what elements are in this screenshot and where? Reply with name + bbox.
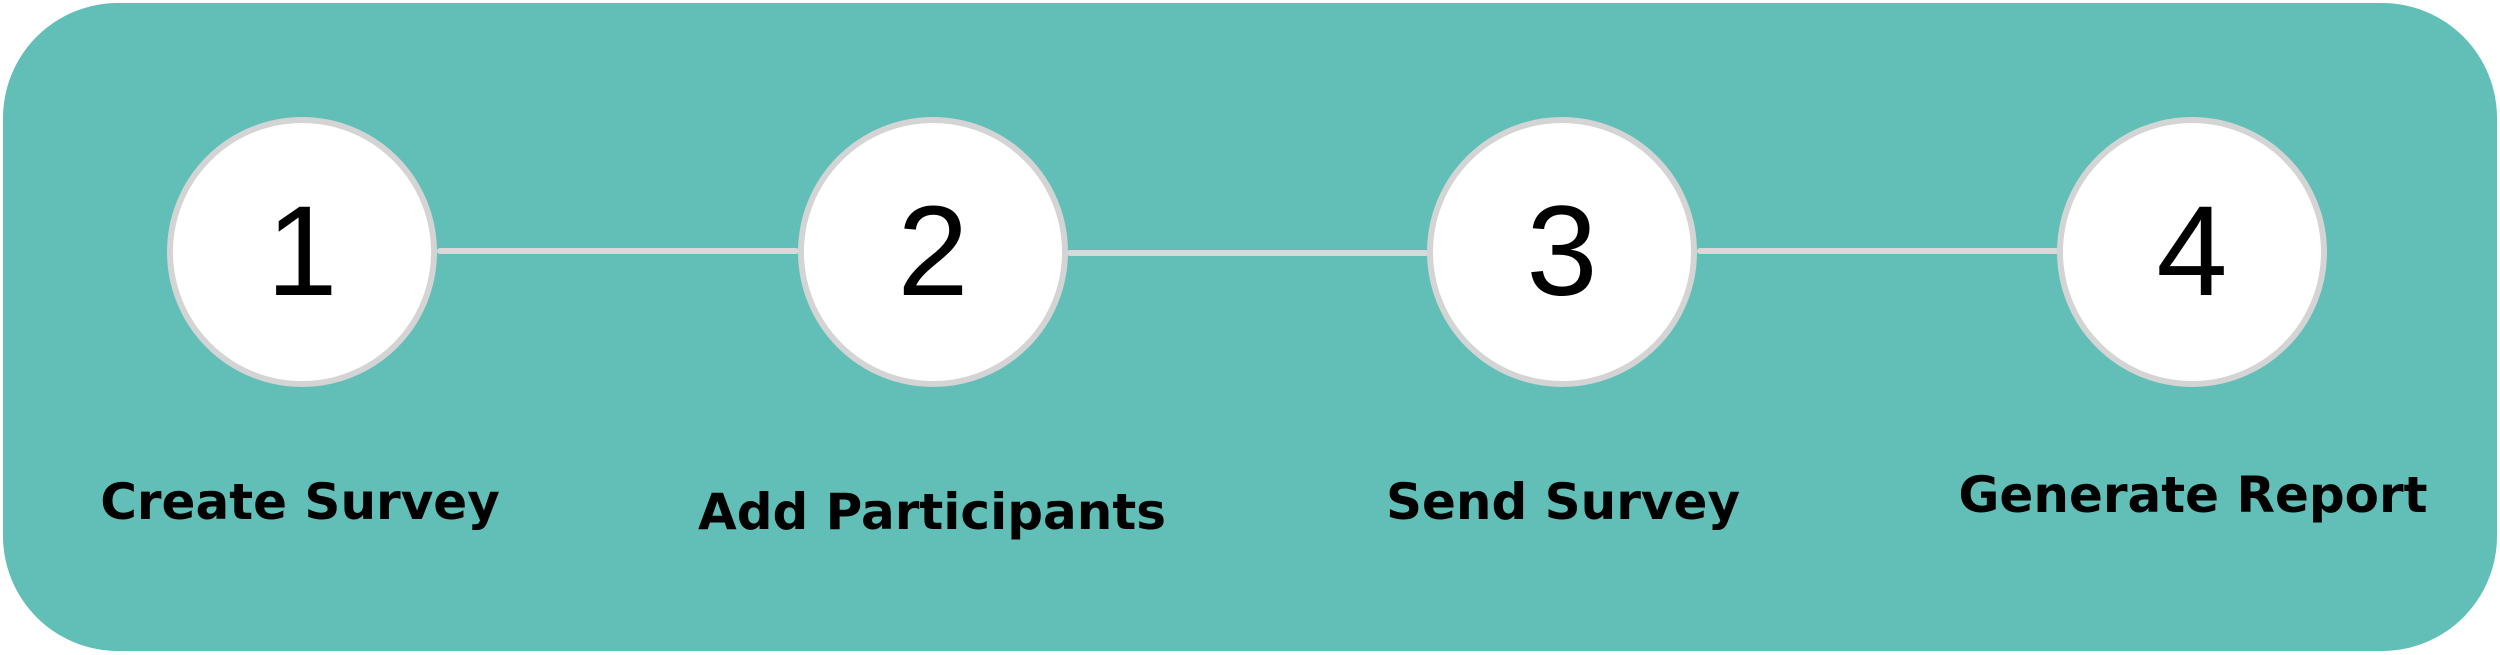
connector-3-4 <box>1697 248 2059 254</box>
step-1-label: Create Survey <box>100 473 500 531</box>
step-1-number: 1 <box>266 180 338 323</box>
step-3-number: 3 <box>1526 180 1598 323</box>
step-4-circle: 4 <box>2057 117 2327 387</box>
step-4-number: 4 <box>2156 180 2228 323</box>
step-2-number: 2 <box>897 180 969 323</box>
step-4-label: Generate Report <box>1958 466 2428 524</box>
connector-1-2 <box>437 248 799 254</box>
step-2-circle: 2 <box>798 117 1068 387</box>
step-3-circle: 3 <box>1427 117 1697 387</box>
step-1-circle: 1 <box>167 117 437 387</box>
step-3-label: Send Survey <box>1385 473 1741 531</box>
connector-2-3 <box>1067 250 1429 256</box>
step-2-label: Add Participants <box>698 483 1166 541</box>
